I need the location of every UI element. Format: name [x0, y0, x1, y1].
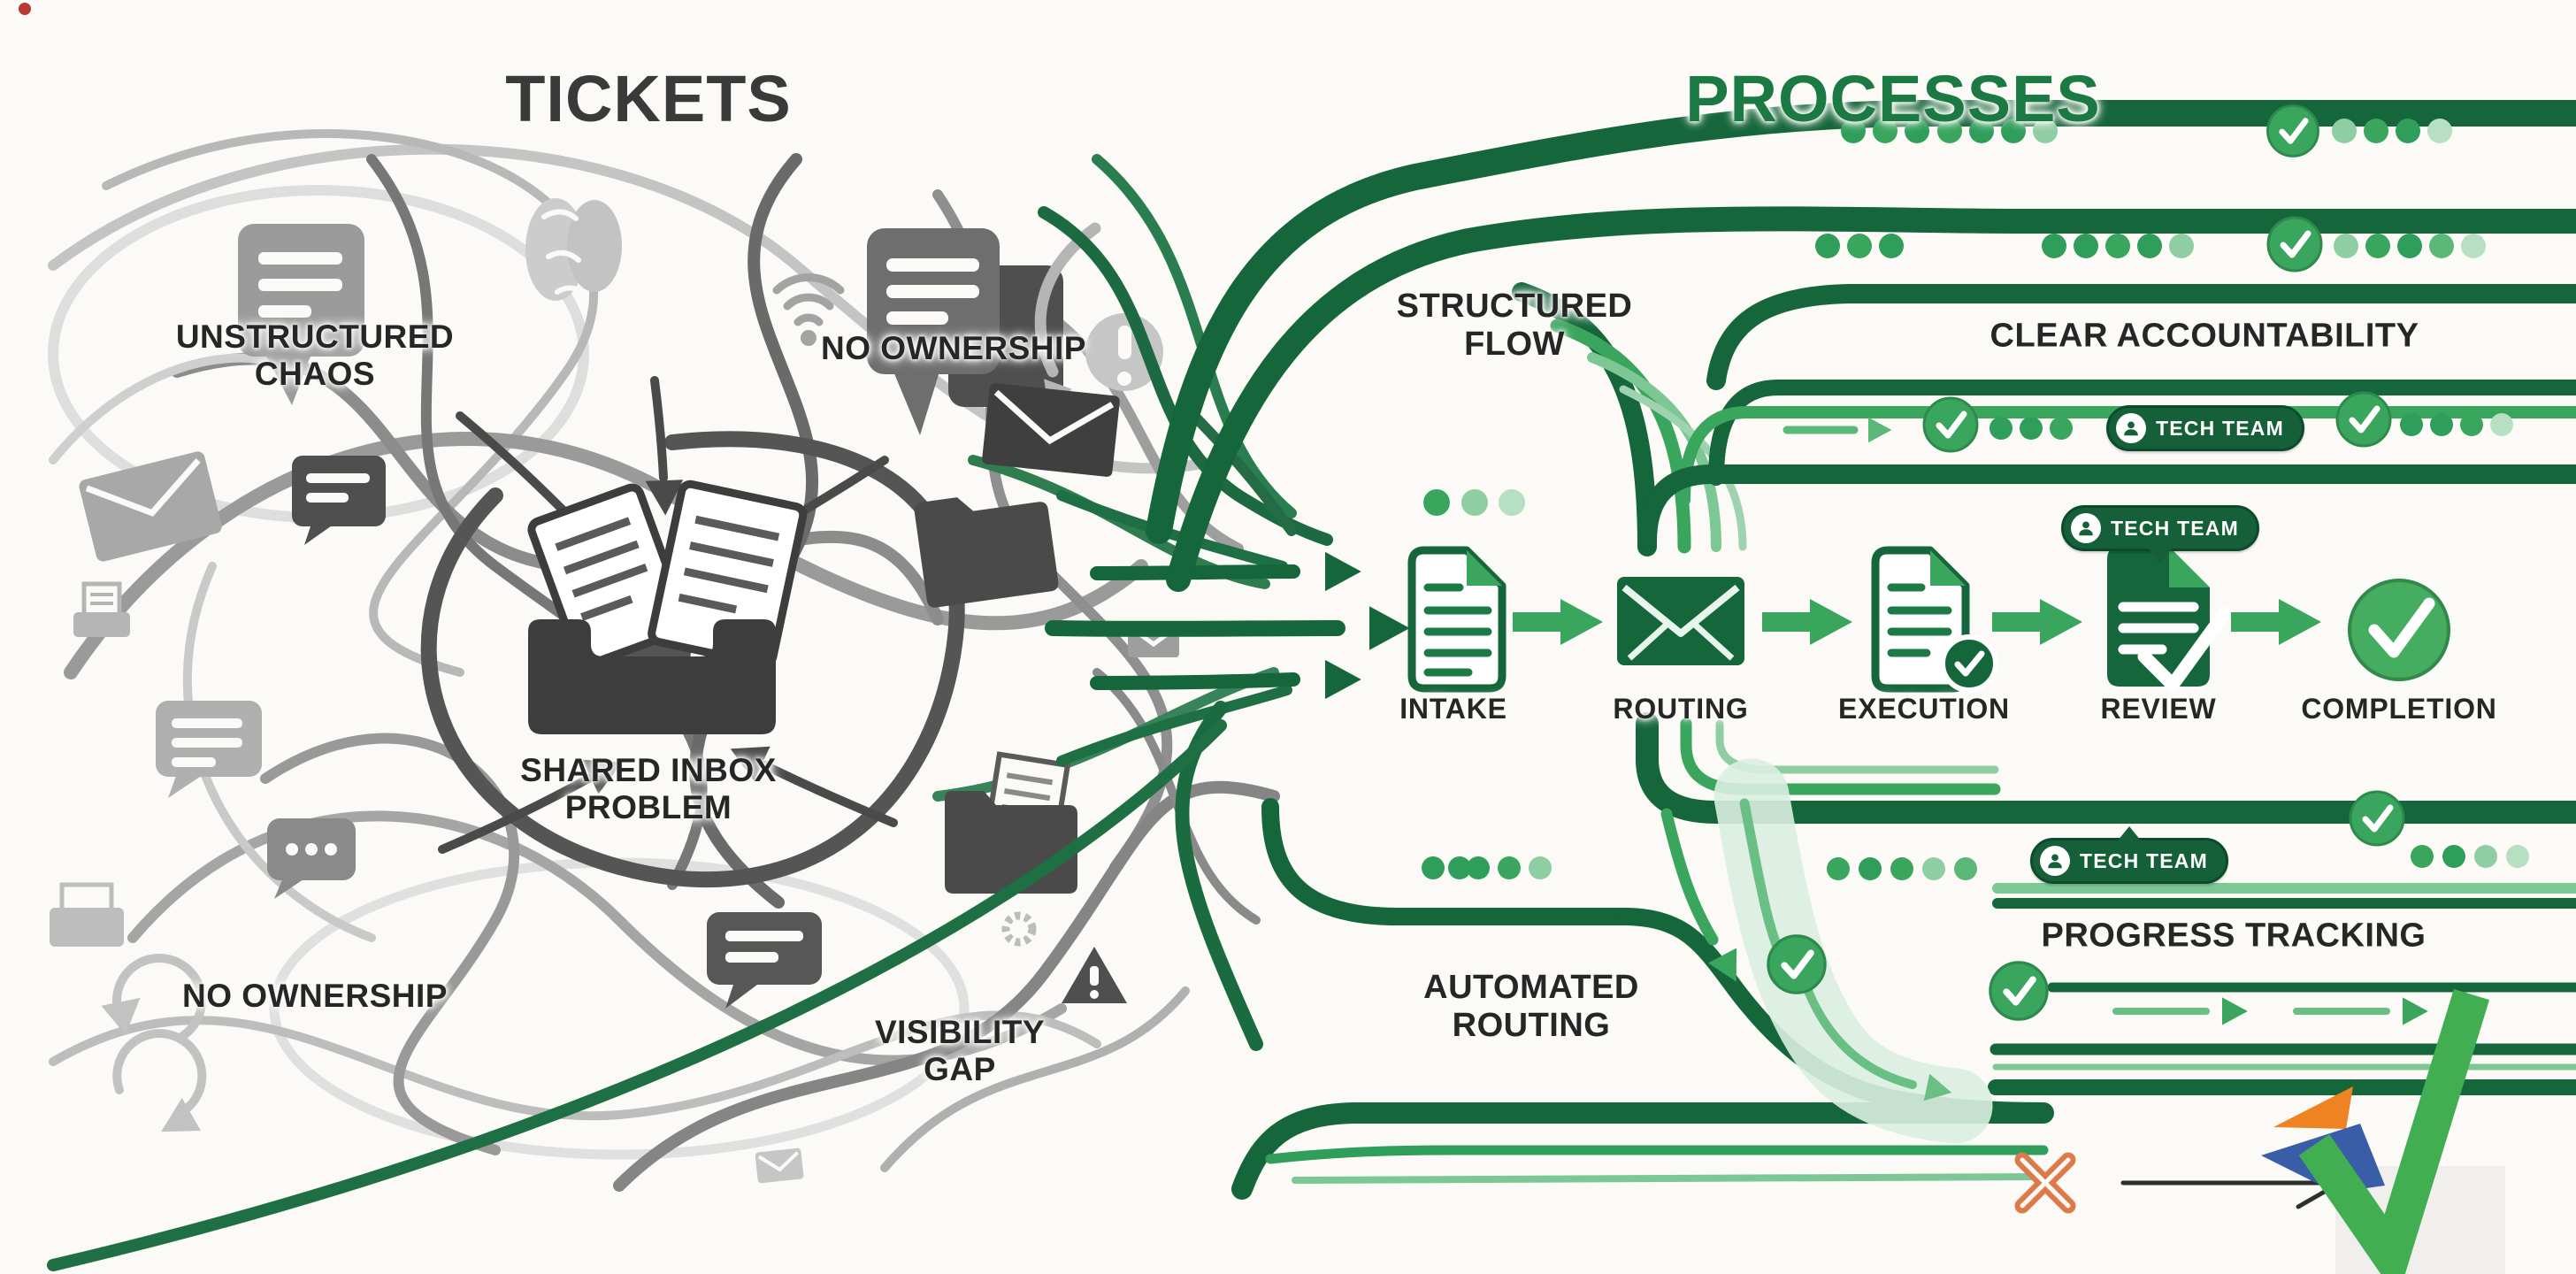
double-chat-icon [867, 228, 1063, 462]
recycle-arrows-icon [110, 954, 207, 1137]
label-line: FLOW [1464, 326, 1565, 363]
alert-triangle-icon [1062, 947, 1127, 1003]
tickets-title: TICKETS [505, 62, 792, 136]
label-progress-tracking: PROGRESS TRACKING [2041, 917, 2426, 955]
label-line: ROUTING [1452, 1007, 1611, 1044]
structured-flow-ribbons [1146, 100, 2576, 592]
structured-flow-dots [1423, 489, 1525, 516]
step-label-completion: COMPLETION [2301, 692, 2497, 725]
red-dot [19, 3, 31, 15]
tech-team-badge: TECH TEAM [2106, 405, 2304, 451]
brain-icon [525, 198, 622, 301]
chat-bubble-icon [238, 224, 364, 405]
folder-document-icon [945, 751, 1077, 894]
check-circle-icon [1990, 963, 2047, 1019]
step-arrow-icon [2231, 599, 2321, 645]
bars-bubble-icon [707, 912, 822, 1009]
label-structured-flow: STRUCTURED FLOW [1397, 288, 1633, 364]
check-circle-icon [2337, 393, 2390, 446]
processes-title: PROCESSES [1685, 62, 2101, 136]
tech-team-badge-label: TECH TEAM [2156, 416, 2284, 440]
check-circle-icon [1924, 398, 1977, 451]
step-label-routing: ROUTING [1613, 692, 1749, 725]
tech-team-badge-label: TECH TEAM [2111, 516, 2239, 540]
logo-check-icon [2261, 988, 2505, 1274]
automated-dots [1422, 856, 1977, 993]
chaos-arrows [438, 376, 898, 854]
person-icon [2116, 413, 2147, 443]
folder-icon [914, 497, 1059, 608]
step-arrow-icon [1762, 599, 1852, 645]
label-unstructured-chaos: UNSTRUCTURED CHAOS [176, 318, 454, 393]
chat-lines-icon [156, 701, 262, 798]
step-arrow-icon [1513, 599, 1603, 645]
label-line: PROBLEM [564, 789, 732, 825]
envelope-gray-icon [982, 383, 1120, 477]
label-line: AUTOMATED [1423, 969, 1639, 1007]
envelope-icon [1617, 577, 1744, 665]
label-line: SHARED INBOX [520, 752, 777, 789]
label-automated-routing: AUTOMATED ROUTING [1423, 969, 1639, 1045]
tech-team-badge: TECH TEAM [2061, 505, 2259, 551]
label-line: GAP [924, 1051, 996, 1087]
accountability-row [1924, 393, 2513, 451]
label-no-ownership-bottom: NO OWNERSHIP [182, 978, 448, 1015]
process-step-icons [1407, 546, 2450, 693]
automated-frame [1231, 758, 2054, 1200]
envelope-icon [79, 451, 222, 562]
label-no-ownership-top: NO OWNERSHIP [821, 330, 1086, 367]
step-label-execution: EXECUTION [1838, 692, 2010, 725]
person-icon [2071, 513, 2102, 543]
progress-dots [1990, 792, 2529, 1019]
check-circle-icon [2268, 106, 2319, 157]
step-arrow-icon [1992, 599, 2082, 645]
tech-team-badge: TECH TEAM [2030, 838, 2228, 884]
legend [2014, 988, 2505, 1274]
document-check-icon [1871, 546, 1998, 693]
inbox-paper-icon [73, 581, 130, 637]
step-label-review: REVIEW [2100, 692, 2217, 725]
x-mark-icon [2014, 1152, 2076, 1214]
step-label-intake: INTAKE [1399, 692, 1507, 725]
document-icon [1407, 546, 1506, 693]
label-clear-accountability: CLEAR ACCOUNTABILITY [1990, 317, 2419, 355]
top-dots-row-1 [1841, 106, 2452, 157]
envelope-small-icon [755, 1147, 804, 1184]
accountability-frame [1637, 284, 2576, 551]
wifi-icon [772, 273, 845, 346]
progress-frame [1636, 712, 2576, 1095]
shared-inbox-tray-icon [527, 480, 808, 734]
ellipsis-bubble-icon [267, 818, 356, 899]
label-line: VISIBILITY [874, 1014, 1046, 1051]
check-circle-icon [2348, 579, 2450, 681]
label-shared-inbox-problem: SHARED INBOX PROBLEM [520, 752, 777, 826]
top-dots-row-2 [1815, 218, 2486, 271]
tech-team-badge-label: TECH TEAM [2080, 848, 2208, 872]
check-circle-icon [2268, 218, 2321, 271]
label-visibility-gap: VISIBILITY GAP [875, 1014, 1045, 1088]
label-line: CHAOS [254, 356, 376, 392]
printer-icon [50, 882, 124, 947]
person-icon [2040, 846, 2071, 876]
document-review-icon [2107, 547, 2231, 692]
check-circle-icon [1768, 936, 1825, 993]
label-line: UNSTRUCTURED [175, 318, 455, 356]
chat-dark-icon [292, 456, 386, 545]
check-circle-icon [2350, 792, 2404, 845]
label-line: STRUCTURED [1396, 288, 1633, 326]
gear-icon [1001, 911, 1037, 947]
